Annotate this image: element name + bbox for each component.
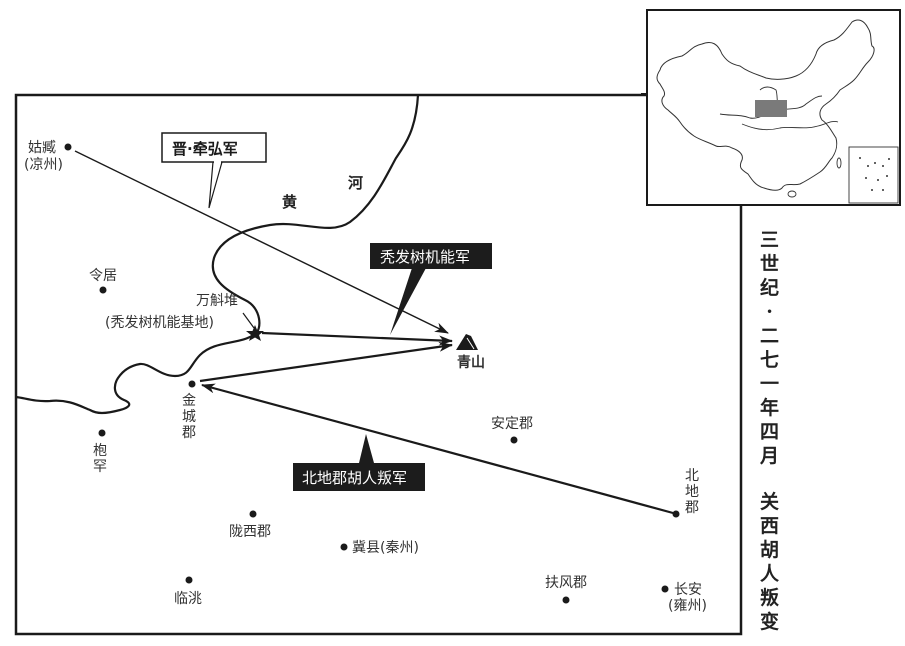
mountain-icon: [456, 334, 478, 350]
callout-beidi-army-label: 北地郡胡人叛军: [302, 469, 407, 487]
svg-text:郡: 郡: [685, 500, 699, 516]
place-fufeng: 扶风郡: [545, 575, 587, 604]
inset-highlight-region: [755, 100, 787, 117]
svg-text:长安: 长安: [674, 582, 702, 598]
svg-text:临洮: 临洮: [174, 591, 202, 607]
place-beidi: 北 地 郡: [672, 468, 699, 518]
map-title-event: 关西胡人叛变: [759, 491, 780, 633]
callout-jin-army: 晋·牵弘军: [161, 132, 267, 209]
place-wanhudui: 万斛堆 (秃发树机能基地): [105, 293, 264, 341]
svg-text:城: 城: [182, 409, 196, 425]
place-jincheng: 金 城 郡: [182, 380, 196, 441]
callout-jin-army-label: 晋·牵弘军: [172, 140, 238, 158]
route-beidi-army: [201, 383, 674, 515]
svg-text:罕: 罕: [93, 459, 107, 475]
callout-tufa-army: 秃发树机能军: [370, 243, 492, 335]
svg-text:青山: 青山: [457, 354, 485, 371]
star-icon: [246, 325, 264, 341]
place-lingju: 令居: [89, 268, 117, 294]
svg-text:(雍州): (雍州): [668, 598, 707, 614]
svg-text:令居: 令居: [89, 268, 117, 284]
svg-text:冀县(秦州): 冀县(秦州): [352, 540, 419, 556]
main-map-frame: [14, 93, 743, 636]
place-anding: 安定郡: [491, 416, 533, 444]
route-jincheng-qingshan: [199, 341, 453, 383]
china-outline: [656, 19, 875, 191]
svg-text:姑臧: 姑臧: [28, 139, 56, 156]
inset-locator-map: [641, 9, 901, 212]
svg-text:金: 金: [182, 393, 196, 409]
svg-text:(凉州): (凉州): [24, 157, 63, 173]
place-jixian: 冀县(秦州): [340, 540, 419, 556]
yellow-river: [15, 94, 420, 415]
svg-text:郡: 郡: [182, 425, 196, 441]
svg-text:陇西郡: 陇西郡: [229, 524, 271, 540]
route-jin-army: [74, 150, 449, 334]
svg-text:扶风郡: 扶风郡: [545, 575, 587, 591]
svg-text:北: 北: [685, 468, 699, 484]
place-changan: 长安 (雍州): [661, 582, 707, 614]
svg-text:安定郡: 安定郡: [491, 416, 533, 432]
place-qingshan: 青山: [456, 334, 485, 371]
svg-text:地: 地: [685, 484, 699, 500]
svg-text:枹: 枹: [93, 443, 107, 459]
callout-tufa-army-label: 秃发树机能军: [380, 248, 470, 266]
map-title-date: 三世纪·二七一年四月: [759, 229, 780, 467]
river-label-huang: 黄: [282, 193, 297, 211]
svg-text:万斛堆: 万斛堆: [196, 293, 238, 309]
place-lintao: 临洮: [174, 576, 202, 607]
place-longxi: 陇西郡: [229, 510, 271, 540]
route-tufa-army: [261, 331, 453, 346]
river-label-he: 河: [348, 174, 363, 192]
callout-beidi-army: 北地郡胡人叛军: [293, 434, 425, 491]
south-sea-inset: [848, 146, 899, 204]
svg-text:(秃发树机能基地): (秃发树机能基地): [105, 314, 214, 331]
place-baohan: 枹 罕: [93, 429, 107, 475]
place-guzang: 姑臧 (凉州): [24, 139, 72, 173]
map-title: 三世纪·二七一年四月 关西胡人叛变: [755, 228, 785, 634]
